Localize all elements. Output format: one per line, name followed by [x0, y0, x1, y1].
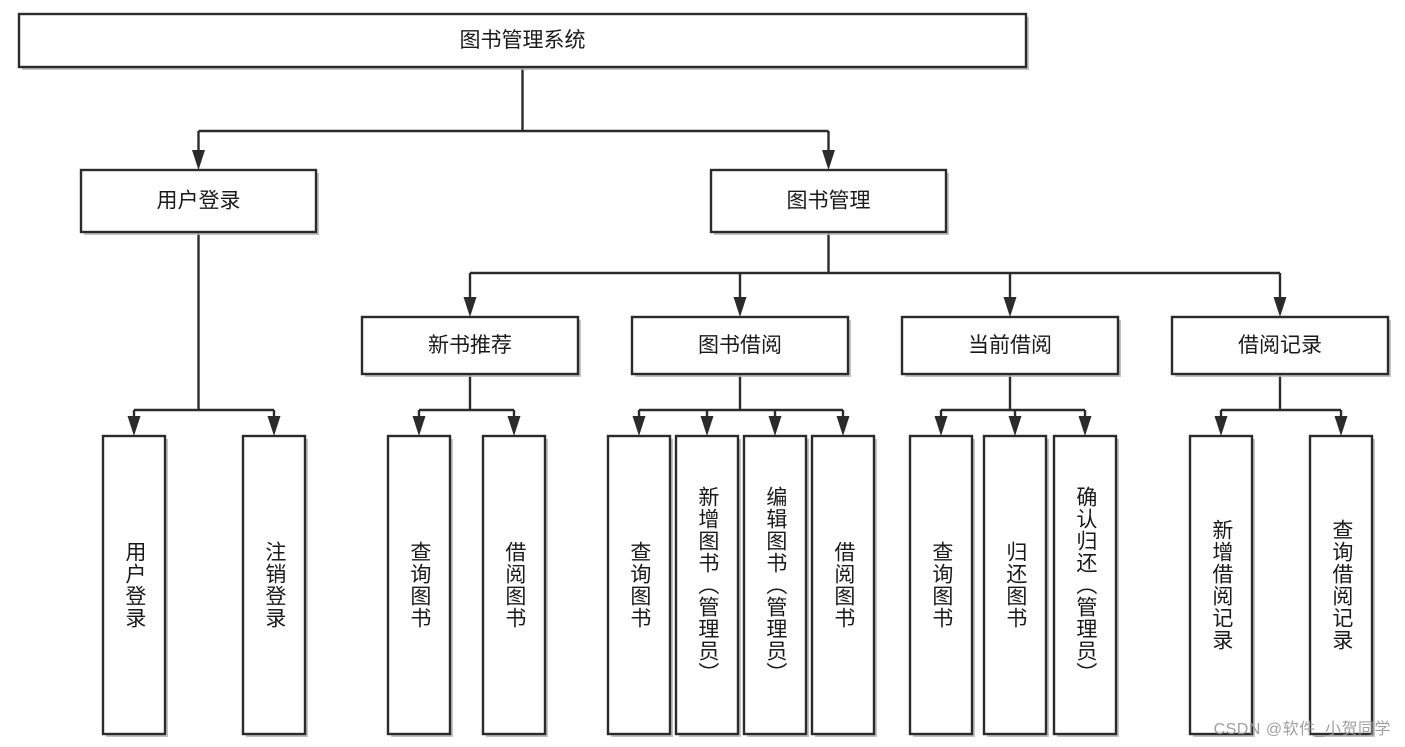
node-rect[interactable]: [908, 434, 974, 736]
arrow-head: [507, 416, 521, 436]
node-label: 图书管理: [787, 190, 871, 213]
node-rect[interactable]: [1052, 434, 1118, 736]
node-rect[interactable]: [386, 434, 452, 736]
arrow-head: [700, 416, 714, 436]
arrow-head: [934, 416, 948, 436]
node-leaf-add-book[interactable]: [674, 434, 741, 737]
node-rect[interactable]: [674, 434, 740, 736]
arrow-head: [822, 150, 835, 170]
node-root[interactable]: 图书管理系统: [17, 12, 1029, 70]
node-rect[interactable]: [241, 434, 307, 736]
node-rect[interactable]: [1188, 434, 1254, 736]
node-label: 新书推荐: [428, 334, 512, 357]
node-leaf-query-record[interactable]: [1308, 434, 1375, 737]
node-rect[interactable]: [982, 434, 1048, 736]
node-leaf-confirm-return[interactable]: [1052, 434, 1119, 737]
arrow-head: [192, 150, 205, 170]
arrow-head: [632, 416, 646, 436]
node-rect[interactable]: [606, 434, 672, 736]
node-rect[interactable]: [101, 434, 167, 736]
arrow-head: [1078, 416, 1092, 436]
watermark: CSDN @软件_小贺同学: [1213, 721, 1391, 738]
node-book-borrow[interactable]: 图书借阅: [630, 315, 851, 377]
arrow-head: [1214, 416, 1228, 436]
arrow-head: [733, 297, 747, 317]
node-leaf-add-record[interactable]: [1188, 434, 1255, 737]
node-label: 当前借阅: [968, 334, 1052, 357]
node-label: 借阅记录: [1238, 334, 1322, 357]
node-leaf-query-book-3[interactable]: [908, 434, 975, 737]
node-current-borrow[interactable]: 当前借阅: [900, 315, 1121, 377]
node-rect[interactable]: [900, 315, 1120, 376]
node-rect[interactable]: [17, 12, 1028, 69]
arrow-head: [1003, 297, 1017, 317]
arrow-head: [836, 416, 850, 436]
node-rect[interactable]: [79, 168, 318, 234]
node-rect[interactable]: [630, 315, 850, 376]
node-leaf-query-book-1[interactable]: [386, 434, 453, 737]
arrow-head: [267, 416, 281, 436]
node-leaf-query-book-2[interactable]: [606, 434, 673, 737]
node-rect[interactable]: [1170, 315, 1390, 376]
arrow-head: [768, 416, 782, 436]
node-rect[interactable]: [481, 434, 547, 736]
arrow-head: [1273, 297, 1287, 317]
node-rect[interactable]: [1308, 434, 1374, 736]
node-leaf-return-book[interactable]: [982, 434, 1049, 737]
node-leaf-user-login[interactable]: [101, 434, 168, 737]
node-borrow-record[interactable]: 借阅记录: [1170, 315, 1391, 377]
arrow-head: [412, 416, 426, 436]
node-rect[interactable]: [810, 434, 876, 736]
arrow-head: [1334, 416, 1348, 436]
node-new-book-rec[interactable]: 新书推荐: [360, 315, 581, 377]
node-label: 图书借阅: [698, 334, 782, 357]
node-label: 图书管理系统: [460, 29, 586, 52]
node-user-login[interactable]: 用户登录: [79, 168, 319, 235]
node-rect[interactable]: [360, 315, 580, 376]
arrow-head: [1008, 416, 1022, 436]
node-leaf-borrow-book-1[interactable]: [481, 434, 548, 737]
node-book-manage[interactable]: 图书管理: [709, 168, 949, 235]
node-label: 用户登录: [157, 190, 241, 213]
node-rect[interactable]: [709, 168, 948, 234]
node-rect[interactable]: [742, 434, 808, 736]
node-leaf-borrow-book-2[interactable]: [810, 434, 877, 737]
arrow-head: [463, 297, 477, 317]
node-leaf-logout[interactable]: [241, 434, 308, 737]
arrow-head: [127, 416, 141, 436]
node-leaf-edit-book[interactable]: [742, 434, 809, 737]
